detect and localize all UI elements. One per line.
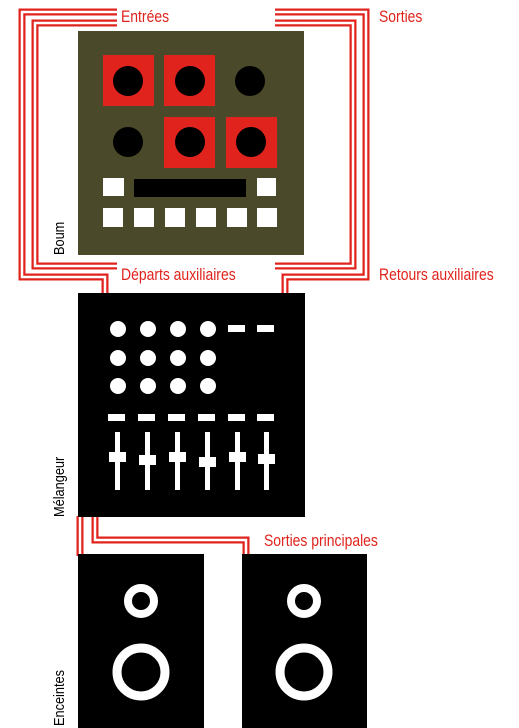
mixer-button[interactable] [257,414,274,421]
mixer-button[interactable] [228,325,245,332]
effect-button[interactable] [134,208,154,227]
effect-button[interactable] [227,208,247,227]
speaker-driver-icon [112,643,170,701]
knob-icon[interactable] [200,321,216,337]
knob-icon[interactable] [200,378,216,394]
speaker-driver-icon [275,643,333,701]
label-outputs: Sorties [379,7,423,26]
knob-icon[interactable] [170,350,186,366]
knob-icon[interactable] [110,378,126,394]
speaker-driver-icon [124,584,158,618]
mixer-button[interactable] [108,414,125,421]
fader-icon[interactable] [139,432,156,490]
mixer-button[interactable] [228,414,245,421]
knob-icon[interactable] [110,350,126,366]
fader-icon[interactable] [199,432,216,490]
cable-right-output-inner [275,19,357,270]
cable-right-output-outer [275,8,370,295]
label-speakers: Enceintes [51,670,68,726]
knob-icon[interactable] [140,378,156,394]
effect-button[interactable] [257,178,276,196]
fader-icon[interactable] [169,432,186,490]
effect-button[interactable] [257,208,277,227]
mixer [78,293,305,517]
knob-icon[interactable] [170,321,186,337]
jack-socket-icon[interactable] [235,66,265,96]
speaker-right [242,554,367,728]
label-mixer: Mélangeur [51,456,68,517]
mixer-button[interactable] [138,414,155,421]
label-main-outputs: Sorties principales [264,531,378,550]
cable-main-output [76,516,250,556]
fader-icon[interactable] [258,432,275,490]
label-aux-returns: Retours auxiliaires [379,265,494,284]
mixer-button[interactable] [198,414,215,421]
label-effect: Boum [51,221,68,255]
effect-unit [78,31,304,255]
effect-button[interactable] [103,208,123,227]
speaker-left [78,554,204,728]
effect-button[interactable] [103,178,124,196]
knob-icon[interactable] [110,321,126,337]
fader-icon[interactable] [109,432,126,490]
cable-left-input-outer [18,8,117,295]
knob-icon[interactable] [140,321,156,337]
effect-button[interactable] [196,208,216,227]
mixer-button[interactable] [168,414,185,421]
label-aux-sends: Départs auxiliaires [121,265,236,284]
mixer-button[interactable] [257,325,274,332]
fader-icon[interactable] [229,432,246,490]
knob-icon[interactable] [200,350,216,366]
speaker-driver-icon [287,584,321,618]
knob-icon[interactable] [170,378,186,394]
effect-button[interactable] [165,208,185,227]
cable-left-input-inner [31,19,117,270]
jack-socket-icon[interactable] [113,127,143,157]
label-inputs: Entrées [121,7,170,26]
effect-display [134,179,246,197]
knob-icon[interactable] [140,350,156,366]
